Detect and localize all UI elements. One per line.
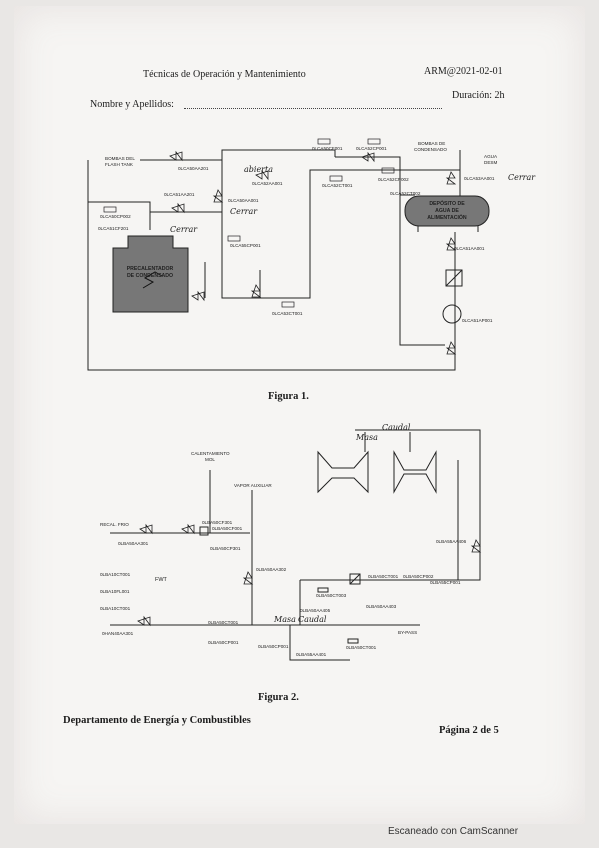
handwritten-caudal-2: Caudal <box>298 615 327 624</box>
agua-desm-1: AGUA <box>484 154 498 159</box>
handwritten-cerrar-3: Cerrar <box>508 173 536 182</box>
tag-f1-13: 0LCA52CT002 <box>390 191 421 196</box>
handwritten-masa-1: Masa <box>355 433 378 442</box>
tag-f2-8: 0LBA50AA403 <box>366 604 397 609</box>
vapor-aux: VAPOR AUXILIAR <box>234 483 272 488</box>
tag-f1-4: 0LCA51AA201 <box>164 192 195 197</box>
recal-frio: RECAL. FRIO <box>100 522 129 527</box>
bombas-cond-2: CONDENSADO <box>414 147 447 152</box>
name-label: Nombre y Apellidos: <box>90 99 174 110</box>
name-field-line <box>184 99 442 109</box>
deposito-label-3: ALIMENTACIÓN <box>427 213 467 221</box>
tag-f1-5: 0LCA51CF201 <box>98 226 129 231</box>
tag-f1-1: 0LCA50AA201 <box>178 166 209 171</box>
bypass-label: BY-PASS <box>398 630 417 635</box>
department: Departamento de Energía y Combustibles <box>63 715 251 726</box>
tag-f1-9: 0LCA50AA001 <box>228 198 259 203</box>
tag-f2-18: 0LBA50CP001 <box>258 644 289 649</box>
precal-label-2: DE CONDENSADO <box>127 273 173 279</box>
tag-f2-4: 0LBA50AA302 <box>256 567 287 572</box>
bombas-cond-1: BOMBAS DE <box>418 141 445 146</box>
tag-f2-10: 0LBA55AA406 <box>436 539 467 544</box>
calentamiento-2: MOL <box>205 457 215 462</box>
tag-f2-3: 0LBA50CP301 <box>210 546 241 551</box>
precal-label-1: PRECALENTADOR <box>127 266 174 272</box>
agua-desm-2: DESM <box>484 160 497 165</box>
bombas-flash-1: BOMBAS DEL <box>105 156 135 161</box>
tag-f1-3: 0LCA50CP002 <box>100 214 131 219</box>
tag-f2-1: 0LBA50AA301 <box>118 541 149 546</box>
scanner-watermark: Escaneado con CamScanner <box>388 826 519 837</box>
figure-2-caption: Figura 2. <box>258 692 299 703</box>
handwritten-abierta: abierta <box>244 165 273 174</box>
tag-f1-15: 0LCA51AA001 <box>454 246 485 251</box>
tag-f2-5: 0LBA50CT001 <box>368 574 399 579</box>
tag-f2-9: 0LBA50AA405 <box>300 608 331 613</box>
tag-f2-17: 0HAN40AA301 <box>102 631 134 636</box>
tag-f1-7: 0LCA55CP001 <box>230 243 261 248</box>
duration: Duración: 2h <box>452 90 505 101</box>
tag-f2-20: 0LBA55CP001 <box>430 580 461 585</box>
handwritten-cerrar-2: Cerrar <box>170 225 198 234</box>
page-number: Página 2 de 5 <box>439 725 499 736</box>
tag-f2-13: 0LBA55AA401 <box>296 652 327 657</box>
tag-f2-6: 0LBA50CP002 <box>403 574 434 579</box>
tag-f2-12: 0LBA50CP001 <box>208 640 239 645</box>
course-title: Técnicas de Operación y Mantenimiento <box>143 69 306 80</box>
tag-f1-14: 0LCA53AA001 <box>464 176 495 181</box>
tag-f2-15: 0LBA10FL001 <box>100 589 130 594</box>
deposito-label-2: AGUA DE <box>435 208 459 214</box>
deposito-label-1: DEPÓSITO DE <box>429 199 465 207</box>
scanned-page <box>14 6 585 824</box>
handwritten-masa-2: Masa <box>273 615 296 624</box>
calentamiento-1: CALENTAMIENTO <box>191 451 230 456</box>
tag-f1-6: 0LCA52AA001 <box>252 181 283 186</box>
tag-f1-11: 0LCA53CT001 <box>272 311 303 316</box>
fwt-label: FWT <box>155 577 168 583</box>
tag-f1-12: 0LCA52CP001 <box>356 146 387 151</box>
tag-f2-16: 0LBA10CT001 <box>100 606 131 611</box>
tag-f2-7: 0LBA50CT003 <box>316 593 347 598</box>
tag-f1-10: 0LCA52CP002 <box>378 177 409 182</box>
tag-f2-14: 0LBA10CT001 <box>100 572 131 577</box>
figure-1-caption: Figura 1. <box>268 391 309 402</box>
tag-f1-16: 0LCA51AP001 <box>462 318 493 323</box>
tag-f2-11: 0LBA50CT001 <box>208 620 239 625</box>
tag-f1-2: 0LCA50CF001 <box>312 146 343 151</box>
handwritten-caudal-1: Caudal <box>382 423 411 432</box>
exam-code: ARM@2021-02-01 <box>424 66 503 77</box>
tag-f1-8: 0LCA52CT001 <box>322 183 353 188</box>
bombas-flash-2: FLASH TANK <box>105 162 134 167</box>
tag-f2-2: 0LBA50CF301 <box>202 520 233 525</box>
handwritten-cerrar-1: Cerrar <box>230 207 258 216</box>
tag-f2-21: 0LBA50CF001 <box>212 526 243 531</box>
tag-f2-19: 0LBA50CT001 <box>346 645 377 650</box>
